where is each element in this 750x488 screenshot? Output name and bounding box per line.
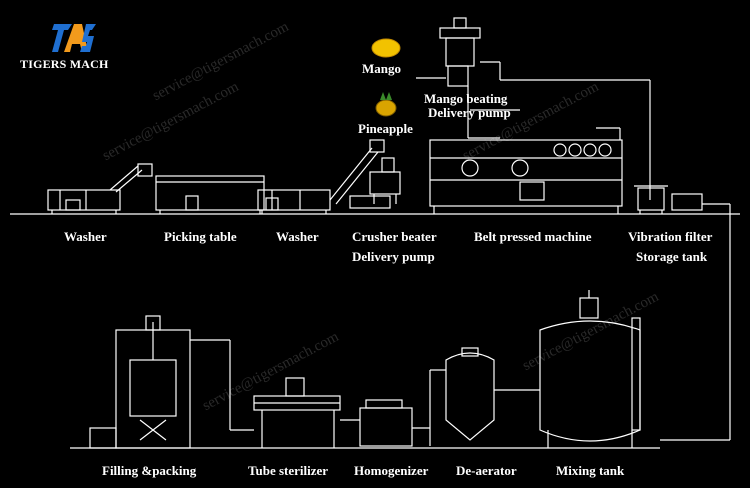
elevator-conveyor bbox=[329, 139, 385, 205]
mango-beating-machine bbox=[416, 17, 651, 200]
belt-pressed-machine bbox=[429, 127, 623, 214]
washer-2-machine bbox=[257, 189, 331, 214]
belt-pressed-label: Belt pressed machine bbox=[474, 229, 592, 244]
pineapple-label: Pineapple bbox=[358, 121, 413, 136]
picking-table-label: Picking table bbox=[164, 229, 237, 244]
mango-label: Mango bbox=[362, 61, 401, 76]
filling-packing-machine bbox=[89, 315, 254, 449]
washer-2-label: Washer bbox=[276, 229, 319, 244]
crusher-beater-machine bbox=[349, 157, 401, 209]
brand-name: TIGERS MACH bbox=[20, 57, 109, 71]
homogenizer-machine bbox=[359, 399, 430, 447]
delivery-pipe bbox=[467, 86, 520, 139]
vibration-filter-machine bbox=[634, 185, 668, 214]
crusher-beater-label: Crusher beater bbox=[352, 229, 437, 244]
vibration-filter-label: Vibration filter bbox=[628, 229, 713, 244]
washer-1-label: Washer bbox=[64, 229, 107, 244]
crusher-delivery-pump-label: Delivery pump bbox=[352, 249, 435, 264]
storage-tank bbox=[671, 193, 730, 211]
storage-tank-label: Storage tank bbox=[636, 249, 708, 264]
de-aerator-label: De-aerator bbox=[456, 463, 517, 478]
picking-table-machine bbox=[155, 175, 265, 214]
mango-icon bbox=[371, 38, 401, 58]
tigers-mach-logo-icon bbox=[52, 24, 96, 52]
mango-delivery-pump-label: Delivery pump bbox=[428, 105, 511, 120]
tube-sterilizer-machine bbox=[253, 377, 360, 448]
de-aerator-machine bbox=[429, 347, 540, 446]
washer-1-machine bbox=[47, 163, 153, 214]
filling-packing-label: Filling &packing bbox=[102, 463, 197, 478]
pineapple-icon bbox=[375, 92, 397, 117]
tube-sterilizer-label: Tube sterilizer bbox=[248, 463, 329, 478]
mixing-tank-label: Mixing tank bbox=[556, 463, 625, 478]
logo bbox=[52, 18, 96, 61]
homogenizer-label: Homogenizer bbox=[354, 463, 429, 478]
mixing-tank-machine bbox=[539, 290, 641, 448]
mango-beating-label: Mango beating bbox=[424, 91, 508, 106]
